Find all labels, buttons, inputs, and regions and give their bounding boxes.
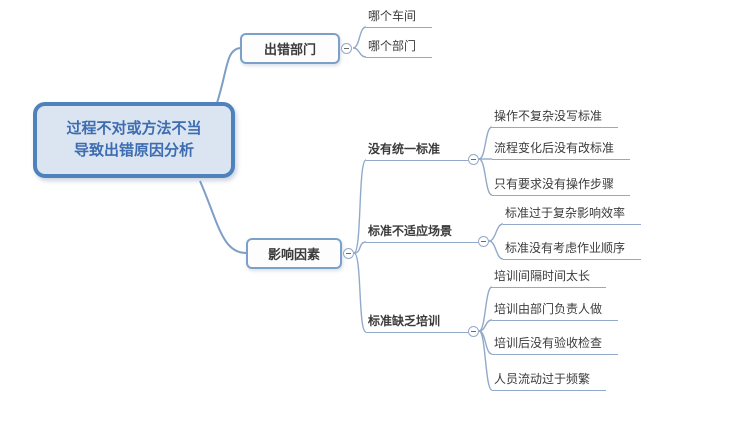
leaf-topic[interactable]: 人员流动过于频繁 [492, 371, 607, 391]
connector [478, 319, 493, 332]
leaf-topic[interactable]: 培训由部门负责人做 [492, 301, 619, 321]
topic-standard-not-fit-scene[interactable]: 标准不适应场景 [366, 223, 478, 243]
connector [488, 240, 504, 260]
collapse-icon-no-unified-standard[interactable] [468, 154, 479, 165]
topic-which-workshop[interactable]: 哪个车间 [366, 8, 433, 28]
collapse-icon-standard-not-fit-scene[interactable] [478, 236, 489, 247]
leaf-topic[interactable]: 标准过于复杂影响效率 [503, 205, 642, 225]
leaf-topic[interactable]: 培训后没有验收检查 [492, 335, 619, 355]
connector [488, 223, 504, 242]
connector [353, 252, 367, 333]
topic-which-department[interactable]: 哪个部门 [366, 38, 433, 58]
connector [352, 26, 367, 49]
collapse-icon-error-department[interactable] [341, 43, 352, 54]
connector [352, 47, 367, 58]
root-topic-line2: 导致出错原因分析 [73, 142, 194, 159]
collapse-icon-standard-lacks-training[interactable] [468, 326, 479, 337]
leaf-topic[interactable]: 标准没有考虑作业顺序 [503, 240, 642, 260]
connector [478, 126, 493, 160]
connector [478, 158, 493, 196]
connector-root-branch2 [199, 180, 247, 254]
topic-no-unified-standard[interactable]: 没有统一标准 [366, 141, 468, 161]
branch-influencing-factors[interactable]: 影响因素 [246, 238, 342, 269]
connector [353, 241, 367, 254]
leaf-topic[interactable]: 流程变化后没有改标准 [492, 140, 631, 160]
connector [478, 286, 493, 332]
connector [353, 159, 367, 254]
connector [478, 330, 493, 355]
topic-standard-lacks-training[interactable]: 标准缺乏培训 [366, 313, 468, 333]
connector [478, 330, 493, 391]
branch-error-department[interactable]: 出错部门 [240, 33, 340, 64]
root-topic[interactable]: 过程不对或方法不当 导致出错原因分析 [33, 102, 235, 178]
leaf-topic[interactable]: 操作不复杂没写标准 [492, 108, 619, 128]
leaf-topic[interactable]: 只有要求没有操作步骤 [492, 176, 631, 196]
root-topic-line1: 过程不对或方法不当 [66, 119, 202, 137]
collapse-icon-influencing-factors[interactable] [343, 248, 354, 259]
connector-root-branch1 [216, 47, 241, 104]
leaf-topic[interactable]: 培训间隔时间太长 [492, 268, 607, 288]
